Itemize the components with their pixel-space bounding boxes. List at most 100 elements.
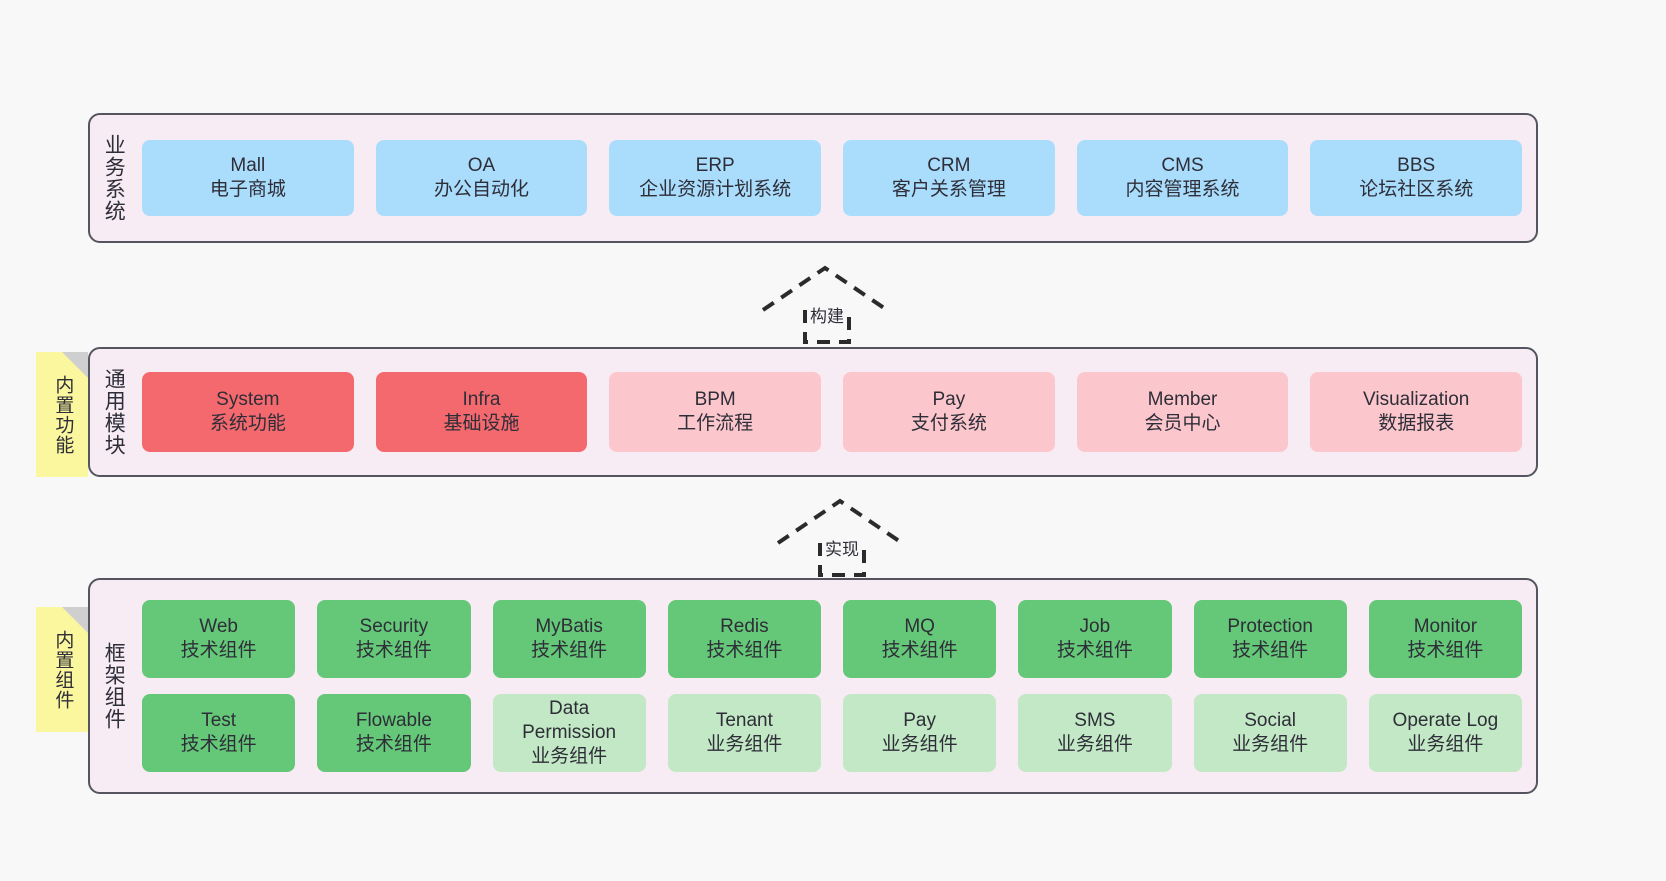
framework-business-row: Test 技术组件 Flowable 技术组件 Data Permission … [142, 694, 1522, 772]
annotation-builtin-features: 内置功能 [36, 352, 88, 477]
node-redis-name: Redis [720, 616, 769, 638]
node-web[interactable]: Web 技术组件 [142, 600, 296, 678]
note-fold-corner [62, 607, 88, 633]
node-cms[interactable]: CMS 内容管理系统 [1076, 140, 1289, 216]
node-tenant-sub: 业务组件 [706, 734, 783, 755]
node-mall-name: Mall [230, 155, 266, 177]
node-operate-log-sub: 业务组件 [1407, 734, 1484, 755]
node-job-name: Job [1079, 616, 1111, 638]
node-web-sub: 技术组件 [180, 640, 257, 661]
node-redis[interactable]: Redis 技术组件 [667, 600, 821, 678]
node-social-sub: 业务组件 [1232, 734, 1309, 755]
node-oa-sub: 办公自动化 [434, 179, 530, 200]
node-pay-module-sub: 支付系统 [910, 413, 987, 434]
connector-build: 构建 [755, 262, 915, 344]
connector-build-label: 构建 [810, 307, 844, 326]
node-mybatis-name: MyBatis [535, 616, 603, 638]
node-sms-name: SMS [1074, 710, 1116, 732]
node-security[interactable]: Security 技术组件 [317, 600, 471, 678]
node-member-sub: 会员中心 [1144, 413, 1221, 434]
layer-framework-components-body: Web 技术组件 Security 技术组件 MyBatis 技术组件 Redi… [136, 580, 1536, 792]
node-oa-name: OA [467, 155, 496, 177]
node-bbs-sub: 论坛社区系统 [1359, 179, 1474, 200]
node-pay-component-name: Pay [903, 710, 936, 732]
node-system-name: System [216, 389, 280, 411]
annotation-builtin-components-label: 内置组件 [52, 629, 74, 710]
node-oa[interactable]: OA 办公自动化 [375, 140, 588, 216]
node-pay-module[interactable]: Pay 支付系统 [843, 372, 1055, 452]
node-flowable-name: Flowable [355, 710, 432, 732]
implement-arrowhead [776, 498, 904, 545]
node-social[interactable]: Social 业务组件 [1193, 694, 1347, 772]
node-mq[interactable]: MQ 技术组件 [843, 600, 997, 678]
annotation-builtin-features-label: 内置功能 [52, 374, 74, 455]
node-system[interactable]: System 系统功能 [142, 372, 354, 452]
node-mybatis[interactable]: MyBatis 技术组件 [492, 600, 646, 678]
node-bpm[interactable]: BPM 工作流程 [609, 372, 822, 452]
node-data-permission-sub: 业务组件 [531, 745, 608, 767]
node-operate-log-name: Operate Log [1392, 710, 1499, 732]
note-fold-corner [62, 352, 88, 378]
node-protection-sub: 技术组件 [1232, 640, 1309, 661]
node-data-permission[interactable]: Data Permission 业务组件 [492, 694, 646, 772]
node-redis-sub: 技术组件 [706, 640, 783, 661]
annotation-builtin-components: 内置组件 [36, 607, 88, 732]
node-bbs[interactable]: BBS 论坛社区系统 [1310, 140, 1523, 216]
layer-common-modules: 通用模块 System 系统功能 Infra 基础设施 BPM 工作流程 Pay… [88, 347, 1538, 477]
node-sms-sub: 业务组件 [1056, 734, 1133, 755]
framework-tech-row: Web 技术组件 Security 技术组件 MyBatis 技术组件 Redi… [142, 600, 1522, 678]
node-monitor-name: Monitor [1413, 616, 1478, 638]
node-tenant-name: Tenant [715, 710, 773, 732]
node-pay-component-sub: 业务组件 [881, 734, 958, 755]
connector-implement-label: 实现 [825, 540, 859, 559]
node-crm[interactable]: CRM 客户关系管理 [843, 140, 1055, 216]
node-tenant[interactable]: Tenant 业务组件 [667, 694, 821, 772]
node-sms[interactable]: SMS 业务组件 [1018, 694, 1172, 772]
node-cms-name: CMS [1161, 155, 1204, 177]
node-security-sub: 技术组件 [355, 640, 432, 661]
node-infra-sub: 基础设施 [443, 413, 520, 434]
implement-stem [818, 543, 866, 577]
layer-business-systems: 业务系统 Mall 电子商城 OA 办公自动化 ERP 企业资源计划系统 CRM… [88, 113, 1538, 243]
business-node-row: Mall 电子商城 OA 办公自动化 ERP 企业资源计划系统 CRM 客户关系… [142, 140, 1523, 216]
node-security-name: Security [359, 616, 429, 638]
node-mall-sub: 电子商城 [209, 179, 286, 200]
node-protection-name: Protection [1227, 616, 1313, 638]
node-mall[interactable]: Mall 电子商城 [142, 140, 354, 216]
node-social-name: Social [1244, 710, 1296, 732]
node-bpm-sub: 工作流程 [677, 413, 754, 434]
node-visualization-sub: 数据报表 [1378, 413, 1455, 434]
common-node-row: System 系统功能 Infra 基础设施 BPM 工作流程 Pay 支付系统… [142, 372, 1523, 452]
node-operate-log[interactable]: Operate Log 业务组件 [1368, 694, 1522, 772]
layer-framework-components-title: 框架组件 [102, 642, 126, 730]
node-pay-component[interactable]: Pay 业务组件 [843, 694, 997, 772]
node-test[interactable]: Test 技术组件 [142, 694, 296, 772]
build-arrowhead [761, 265, 889, 312]
layer-common-modules-title: 通用模块 [102, 368, 126, 456]
node-infra[interactable]: Infra 基础设施 [375, 372, 588, 452]
node-bpm-name: BPM [694, 389, 736, 411]
node-member[interactable]: Member 会员中心 [1076, 372, 1289, 452]
node-erp[interactable]: ERP 企业资源计划系统 [609, 140, 822, 216]
node-infra-name: Infra [462, 389, 501, 411]
node-job[interactable]: Job 技术组件 [1018, 600, 1172, 678]
node-member-name: Member [1147, 389, 1218, 411]
node-test-name: Test [201, 710, 237, 732]
node-mq-sub: 技术组件 [881, 640, 958, 661]
node-flowable-sub: 技术组件 [355, 734, 432, 755]
build-stem [803, 310, 851, 344]
node-crm-sub: 客户关系管理 [891, 179, 1006, 200]
layer-business-systems-title: 业务系统 [102, 134, 126, 222]
node-protection[interactable]: Protection 技术组件 [1193, 600, 1347, 678]
node-visualization-name: Visualization [1363, 389, 1470, 411]
node-flowable[interactable]: Flowable 技术组件 [317, 694, 471, 772]
layer-common-modules-body: System 系统功能 Infra 基础设施 BPM 工作流程 Pay 支付系统… [136, 349, 1536, 475]
layer-business-systems-body: Mall 电子商城 OA 办公自动化 ERP 企业资源计划系统 CRM 客户关系… [136, 115, 1536, 241]
node-crm-name: CRM [927, 155, 971, 177]
node-monitor[interactable]: Monitor 技术组件 [1368, 600, 1522, 678]
node-job-sub: 技术组件 [1056, 640, 1133, 661]
connector-implement: 实现 [770, 495, 930, 577]
node-visualization[interactable]: Visualization 数据报表 [1310, 372, 1523, 452]
node-mq-name: MQ [904, 616, 935, 638]
node-bbs-name: BBS [1397, 155, 1436, 177]
